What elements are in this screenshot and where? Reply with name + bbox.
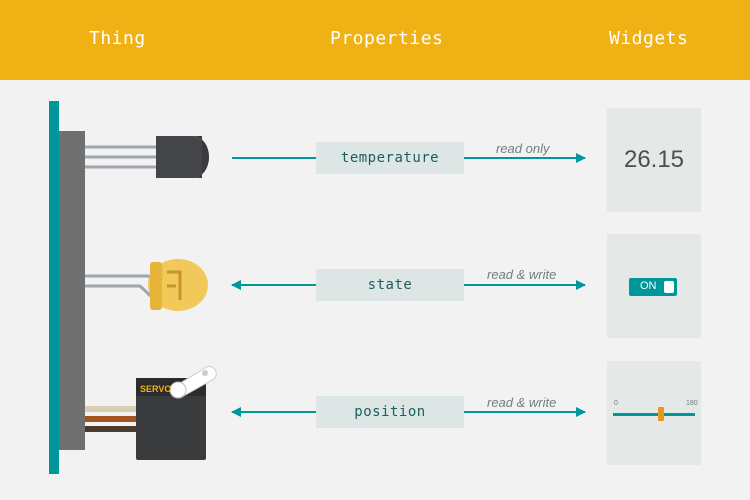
toggle-knob — [664, 281, 674, 293]
position-access-label: read & write — [487, 395, 557, 410]
toggle-label: ON — [640, 280, 657, 292]
position-slider-track[interactable] — [613, 413, 695, 416]
servo-icon — [85, 366, 217, 460]
temperature-value: 26.15 — [623, 146, 685, 173]
property-temperature: temperature — [316, 142, 464, 174]
board-header-strip — [59, 131, 85, 450]
thing-column-title: Thing — [89, 28, 146, 49]
properties-column-title: Properties — [330, 28, 444, 49]
led-icon — [85, 259, 208, 311]
board-edge — [49, 101, 59, 474]
temperature-sensor-icon — [85, 136, 209, 178]
temperature-access-label: read only — [496, 141, 550, 156]
position-slider-handle[interactable] — [657, 407, 664, 421]
property-state: state — [316, 269, 464, 301]
temperature-widget: 26.15 — [607, 108, 701, 212]
position-widget: 0 180 — [607, 361, 701, 465]
state-toggle-switch[interactable]: ON — [629, 278, 677, 296]
state-widget: ON — [607, 234, 701, 338]
slider-min-label: 0 — [614, 400, 618, 407]
property-position: position — [316, 396, 464, 428]
widgets-column-title: Widgets — [609, 28, 689, 49]
header-bar: Thing Properties Widgets — [0, 0, 750, 80]
slider-max-label: 180 — [686, 400, 698, 407]
state-access-label: read & write — [487, 267, 557, 282]
servo-label: SERVO — [140, 384, 171, 394]
